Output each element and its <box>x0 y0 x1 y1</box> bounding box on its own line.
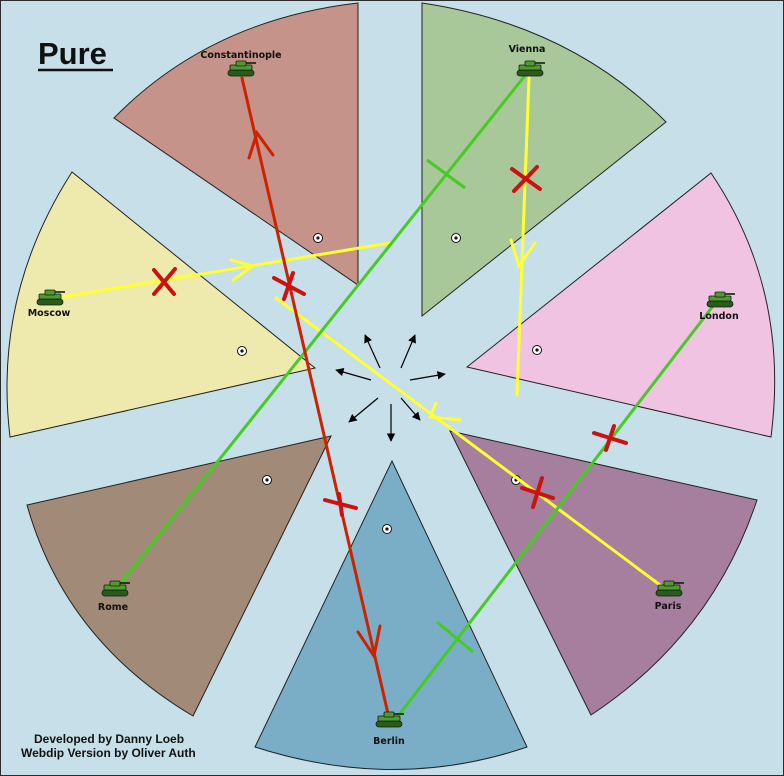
army-paris-tank-icon[interactable] <box>655 580 684 597</box>
label-berlin: Berlin <box>373 736 405 747</box>
center-retreat-arrows <box>335 334 446 442</box>
territory-rome[interactable] <box>26 435 332 717</box>
move-arrow-tick-icon <box>426 158 466 190</box>
support-line-paris <box>274 296 662 587</box>
map-title: Pure <box>38 36 107 71</box>
move-arrowhead-icon <box>247 129 275 160</box>
label-constantinople: Constantinople <box>200 50 281 61</box>
support-arrowhead-icon <box>427 401 462 422</box>
retreat-arrow-icon <box>335 368 372 381</box>
label-london: London <box>699 311 739 322</box>
failed-x-icon <box>152 267 177 296</box>
supply-center-icon <box>532 345 542 355</box>
failed-x-icon <box>323 492 358 517</box>
failed-moves <box>240 76 391 720</box>
credit-developer: Developed by Danny Loeb <box>34 732 184 746</box>
move-arrow-tick-icon <box>436 620 474 654</box>
retreat-arrow-icon <box>409 371 446 381</box>
supply-center-icon <box>237 346 247 356</box>
failed-x-icon <box>520 476 555 509</box>
move-arrowhead-icon <box>356 624 382 660</box>
territory-london[interactable] <box>465 172 776 438</box>
supply-center-icon <box>382 524 392 534</box>
army-vienna-tank-icon[interactable] <box>516 60 545 77</box>
units <box>36 60 735 728</box>
army-rome-tank-icon[interactable] <box>101 580 130 597</box>
label-paris: Paris <box>655 601 682 612</box>
supply-center-icon <box>313 233 323 243</box>
support-line-moscow <box>60 241 392 299</box>
army-berlin-tank-icon[interactable] <box>375 711 404 728</box>
territory-vienna[interactable] <box>421 2 667 318</box>
move-line-rome-vienna <box>119 72 529 584</box>
successful-moves <box>119 72 715 721</box>
support-arrowhead-icon <box>509 238 537 270</box>
supply-centers <box>237 233 542 534</box>
credit-webdip: Webdip Version by Oliver Auth <box>21 746 196 760</box>
territory-labels: Constantinople Vienna London Paris Berli… <box>28 44 739 747</box>
support-orders <box>60 76 662 587</box>
army-moscow-tank-icon[interactable] <box>36 289 65 306</box>
retreat-arrow-icon <box>400 334 416 369</box>
retreat-arrow-icon <box>400 397 421 421</box>
supply-center-icon <box>451 233 461 243</box>
label-rome: Rome <box>98 602 128 613</box>
retreat-arrow-icon <box>348 397 379 423</box>
territory-moscow[interactable] <box>6 171 317 438</box>
move-line-constantinople-berlin <box>240 76 391 720</box>
failed-x-icon <box>510 165 542 193</box>
move-line-london-berlin <box>393 305 715 721</box>
support-line-vienna <box>515 76 531 397</box>
supply-center-icon <box>262 475 272 485</box>
territory-berlin[interactable] <box>254 459 528 770</box>
retreat-arrow-icon <box>364 334 381 369</box>
failed-markers <box>152 165 628 517</box>
failed-x-icon <box>592 424 628 452</box>
label-moscow: Moscow <box>28 308 71 319</box>
territory-constantinople[interactable] <box>113 2 359 286</box>
support-arrowhead-icon <box>229 258 257 282</box>
army-london-tank-icon[interactable] <box>706 291 735 308</box>
territory-paris[interactable] <box>449 430 758 716</box>
failed-x-icon <box>272 271 306 301</box>
territories <box>6 2 776 770</box>
army-constantinople-tank-icon[interactable] <box>227 60 256 77</box>
label-vienna: Vienna <box>509 44 546 55</box>
